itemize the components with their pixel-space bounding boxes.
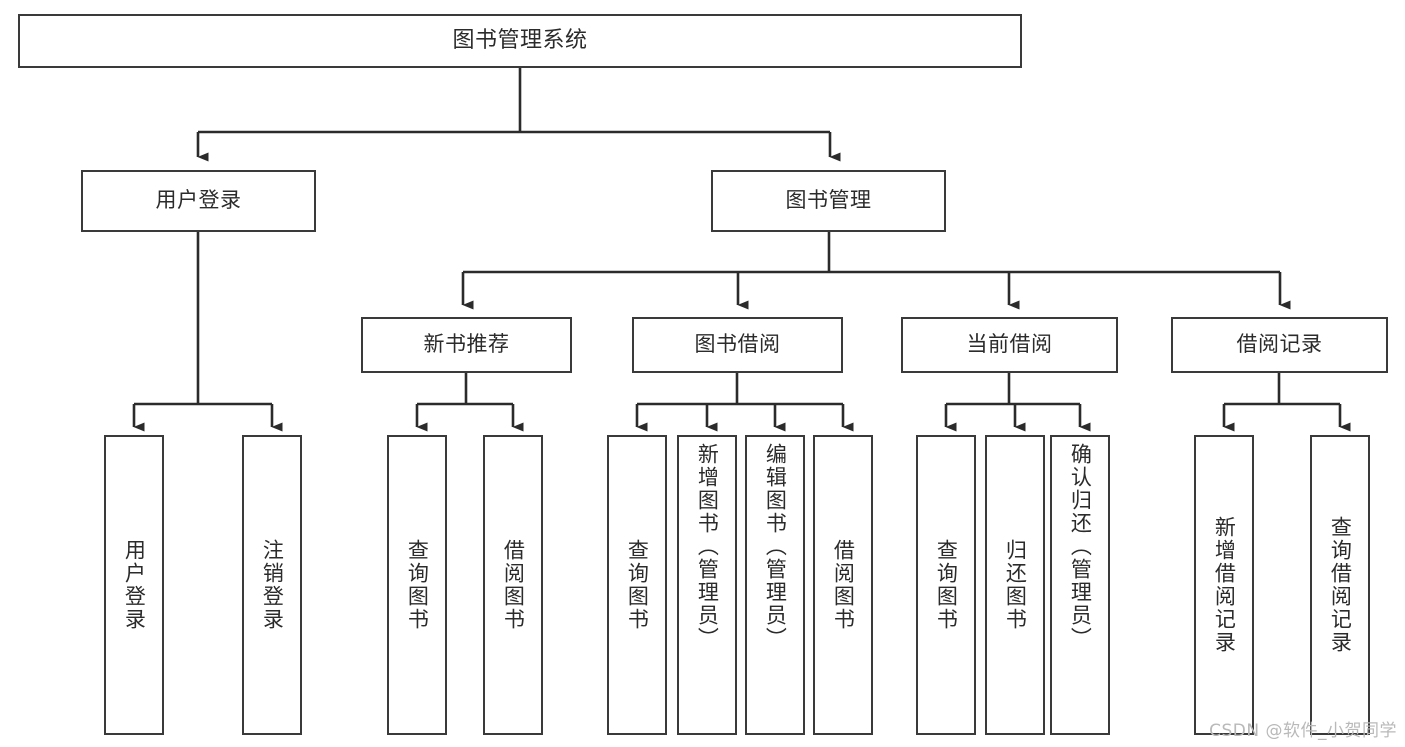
node-root-label: 图书管理系统 [452, 27, 588, 53]
leaf-query-borrow-record-label: 查询借阅记录 [1328, 516, 1353, 654]
leaf-logout[interactable]: 注销登录 [242, 435, 302, 735]
leaf-edit-book-admin-label: 编辑图书（管理员） [763, 443, 788, 650]
leaf-logout-label: 注销登录 [260, 539, 285, 631]
node-user-login[interactable]: 用户登录 [81, 170, 316, 232]
leaf-user-login-label: 用户登录 [122, 539, 147, 631]
leaf-user-login[interactable]: 用户登录 [104, 435, 164, 735]
leaf-confirm-return-admin[interactable]: 确认归还（管理员） [1050, 435, 1110, 735]
leaf-query-book-2[interactable]: 查询图书 [607, 435, 667, 735]
leaf-query-book-2-label: 查询图书 [625, 539, 650, 631]
node-new-book-recommend[interactable]: 新书推荐 [361, 317, 572, 373]
watermark: CSDN @软件_小贺同学 [1209, 721, 1397, 741]
node-book-borrow[interactable]: 图书借阅 [632, 317, 843, 373]
leaf-edit-book-admin[interactable]: 编辑图书（管理员） [745, 435, 805, 735]
leaf-add-book-admin[interactable]: 新增图书（管理员） [677, 435, 737, 735]
leaf-return-book-label: 归还图书 [1003, 539, 1028, 631]
leaf-add-borrow-record-label: 新增借阅记录 [1212, 516, 1237, 654]
leaf-return-book[interactable]: 归还图书 [985, 435, 1045, 735]
node-new-book-recommend-label: 新书推荐 [423, 332, 510, 357]
leaf-query-borrow-record[interactable]: 查询借阅记录 [1310, 435, 1370, 735]
leaf-borrow-book-2-label: 借阅图书 [831, 539, 856, 631]
node-borrow-record-label: 借阅记录 [1236, 332, 1323, 357]
leaf-query-book-1[interactable]: 查询图书 [387, 435, 447, 735]
node-current-borrow-label: 当前借阅 [966, 332, 1053, 357]
leaf-add-borrow-record[interactable]: 新增借阅记录 [1194, 435, 1254, 735]
leaf-borrow-book-1[interactable]: 借阅图书 [483, 435, 543, 735]
node-current-borrow[interactable]: 当前借阅 [901, 317, 1118, 373]
leaf-borrow-book-2[interactable]: 借阅图书 [813, 435, 873, 735]
node-book-borrow-label: 图书借阅 [694, 332, 781, 357]
leaf-add-book-admin-label: 新增图书（管理员） [695, 443, 720, 650]
leaf-query-book-3-label: 查询图书 [934, 539, 959, 631]
node-book-management-label: 图书管理 [785, 188, 872, 213]
leaf-query-book-3[interactable]: 查询图书 [916, 435, 976, 735]
leaf-borrow-book-1-label: 借阅图书 [501, 539, 526, 631]
leaf-query-book-1-label: 查询图书 [405, 539, 430, 631]
node-user-login-label: 用户登录 [155, 188, 242, 213]
node-book-management[interactable]: 图书管理 [711, 170, 946, 232]
node-root[interactable]: 图书管理系统 [18, 14, 1022, 68]
leaf-confirm-return-admin-label: 确认归还（管理员） [1068, 443, 1093, 650]
node-borrow-record[interactable]: 借阅记录 [1171, 317, 1388, 373]
